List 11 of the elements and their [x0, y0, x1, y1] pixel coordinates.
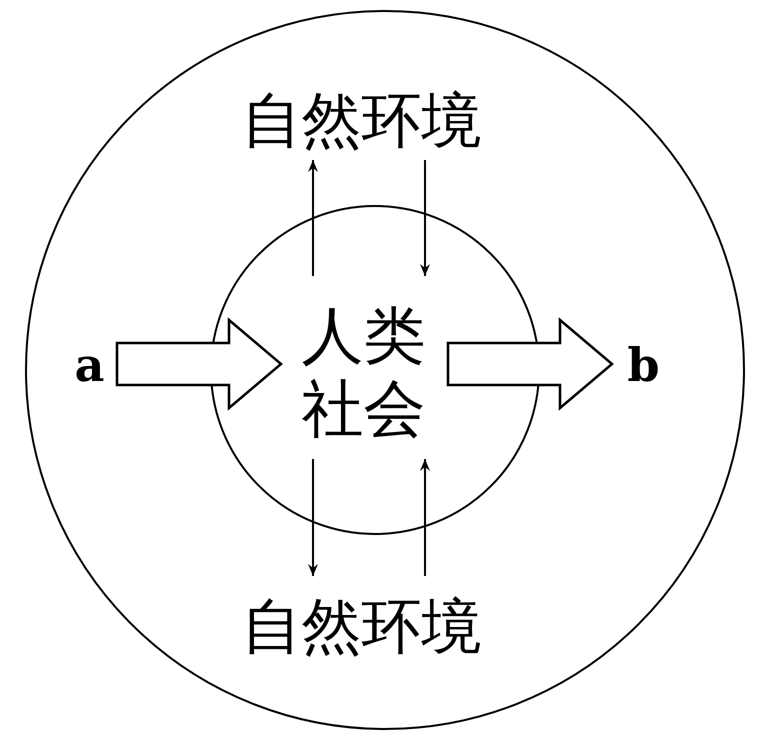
block-arrow: [446, 317, 614, 411]
node-label: 自然环境: [222, 86, 502, 158]
node-label: a: [64, 336, 116, 394]
node-label: b: [618, 336, 670, 394]
arrow: [308, 459, 318, 576]
node-label: 自然环境: [222, 592, 502, 664]
block-arrow: [116, 317, 283, 411]
arrow: [420, 160, 430, 276]
arrow: [420, 459, 430, 576]
node-label: 人类社会: [300, 298, 426, 445]
arrow: [308, 160, 318, 276]
